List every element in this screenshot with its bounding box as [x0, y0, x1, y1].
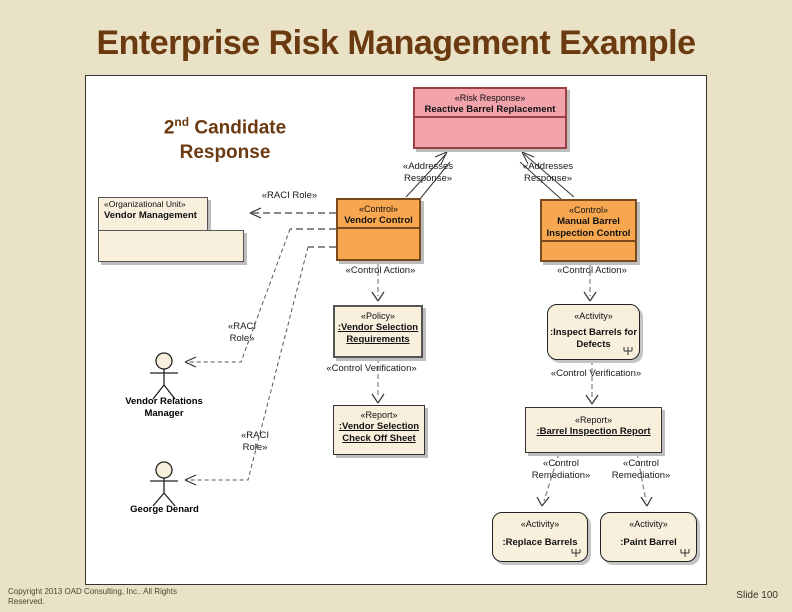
title-compartment: «Policy» :Vendor Selection Requirements: [335, 307, 421, 346]
uml-node-paint-barrel: «Activity» :Paint Barrel: [600, 512, 697, 562]
callout-ordinal: nd: [174, 115, 190, 129]
edge-label-control-action-left: «Control Action»: [345, 265, 416, 276]
edge-label-addresses-response-left: «Addresses Response»: [402, 161, 454, 184]
callout-2nd-candidate-response: 2nd Candidate Response: [140, 110, 310, 165]
node-name: :Paint Barrel: [620, 537, 677, 548]
uml-node-vendor-selection-requirements: «Policy» :Vendor Selection Requirements: [333, 305, 423, 358]
callout-number: 2: [163, 117, 175, 139]
stereotype-label: «Control»: [568, 205, 609, 215]
stereotype-label: «Report»: [360, 410, 398, 420]
rake-icon: [571, 549, 581, 557]
stereotype-label: «Activity»: [629, 519, 668, 529]
node-name: :Barrel Inspection Report: [536, 426, 651, 437]
rake-icon: [623, 347, 633, 355]
node-name: :Replace Barrels: [502, 537, 578, 548]
empty-compartment: [542, 240, 635, 260]
actor-label-vendor-relations-manager: Vendor Relations Manager: [125, 396, 203, 419]
edge-label-addresses-response-right: «Addresses Response»: [522, 161, 574, 184]
node-name: Manual Barrel: [557, 216, 620, 227]
uml-node-vendor-control: «Control» Vendor Control: [336, 198, 421, 261]
node-name-line2: Requirements: [346, 334, 410, 345]
title-compartment: «Activity» :Replace Barrels: [493, 513, 587, 549]
slide-number: Slide 100: [736, 590, 778, 601]
stereotype-label: «Policy»: [360, 311, 396, 321]
edge-label-control-remediation-right: «Control Remediation»: [611, 458, 671, 481]
footer-copyright: Copyright 2013 OAD Consulting, Inc.. All…: [8, 587, 177, 606]
node-name-line2: Check Off Sheet: [342, 433, 416, 444]
node-name: :Vendor Selection: [338, 421, 420, 432]
title-compartment: «Report» :Barrel Inspection Report: [526, 408, 661, 438]
stereotype-label: «Organizational Unit»: [104, 199, 186, 209]
uml-node-vendor-selection-check-off-sheet: «Report» :Vendor Selection Check Off She…: [333, 405, 425, 455]
edge-label-raci-role-top: «RACI Role»: [261, 190, 318, 201]
edge-label-control-remediation-left: «Control Remediation»: [531, 458, 591, 481]
callout-text: Candidate: [189, 117, 287, 139]
node-name: :Inspect Barrels for: [549, 327, 638, 338]
callout-text-line2: Response: [179, 142, 271, 164]
title-compartment: «Risk Response» Reactive Barrel Replacem…: [415, 89, 565, 116]
uml-node-inspect-barrels-for-defects: «Activity» :Inspect Barrels for Defects: [547, 304, 640, 360]
actor-label-george-denard: George Denard: [130, 504, 199, 515]
uml-node-vendor-management: «Organizational Unit» Vendor Management: [98, 197, 208, 231]
empty-compartment: [338, 227, 419, 259]
uml-node-risk-response: «Risk Response» Reactive Barrel Replacem…: [413, 87, 567, 149]
title-compartment: «Control» Manual Barrel Inspection Contr…: [542, 201, 635, 240]
stereotype-label: «Risk Response»: [454, 93, 526, 103]
empty-compartment: [415, 116, 565, 147]
stereotype-label: «Activity»: [574, 311, 613, 321]
node-name: Vendor Control: [344, 215, 413, 226]
stereotype-label: «Activity»: [520, 519, 560, 529]
stereotype-label: «Control»: [358, 204, 399, 214]
title-compartment: «Report» :Vendor Selection Check Off She…: [334, 406, 424, 445]
node-name-line2: Inspection Control: [546, 228, 631, 239]
stereotype-label: «Report»: [574, 415, 613, 425]
node-name-line2: Defects: [576, 339, 611, 350]
node-name: Vendor Management: [104, 210, 197, 221]
title-compartment: «Activity» :Inspect Barrels for Defects: [548, 305, 639, 351]
title-compartment: «Activity» :Paint Barrel: [601, 513, 696, 549]
node-name: :Vendor Selection: [337, 322, 419, 333]
edge-label-control-verification-right: «Control Verification»: [550, 368, 642, 379]
uml-node-replace-barrels: «Activity» :Replace Barrels: [492, 512, 588, 562]
edge-label-raci-role-low: «RACI Role»: [241, 430, 269, 453]
edge-label-control-action-right: «Control Action»: [557, 265, 627, 276]
edge-label-control-verification-left: «Control Verification»: [326, 363, 417, 374]
uml-node-manual-barrel-inspection-control: «Control» Manual Barrel Inspection Contr…: [540, 199, 637, 262]
slide-title: Enterprise Risk Management Example: [96, 24, 696, 62]
node-name: Reactive Barrel Replacement: [424, 104, 556, 115]
uml-node-vendor-management-compartment: [98, 230, 244, 262]
edge-label-raci-role-mid: «RACI Role»: [228, 321, 256, 344]
title-compartment: «Control» Vendor Control: [338, 200, 419, 227]
rake-icon: [680, 549, 690, 557]
uml-node-barrel-inspection-report: «Report» :Barrel Inspection Report: [525, 407, 662, 453]
